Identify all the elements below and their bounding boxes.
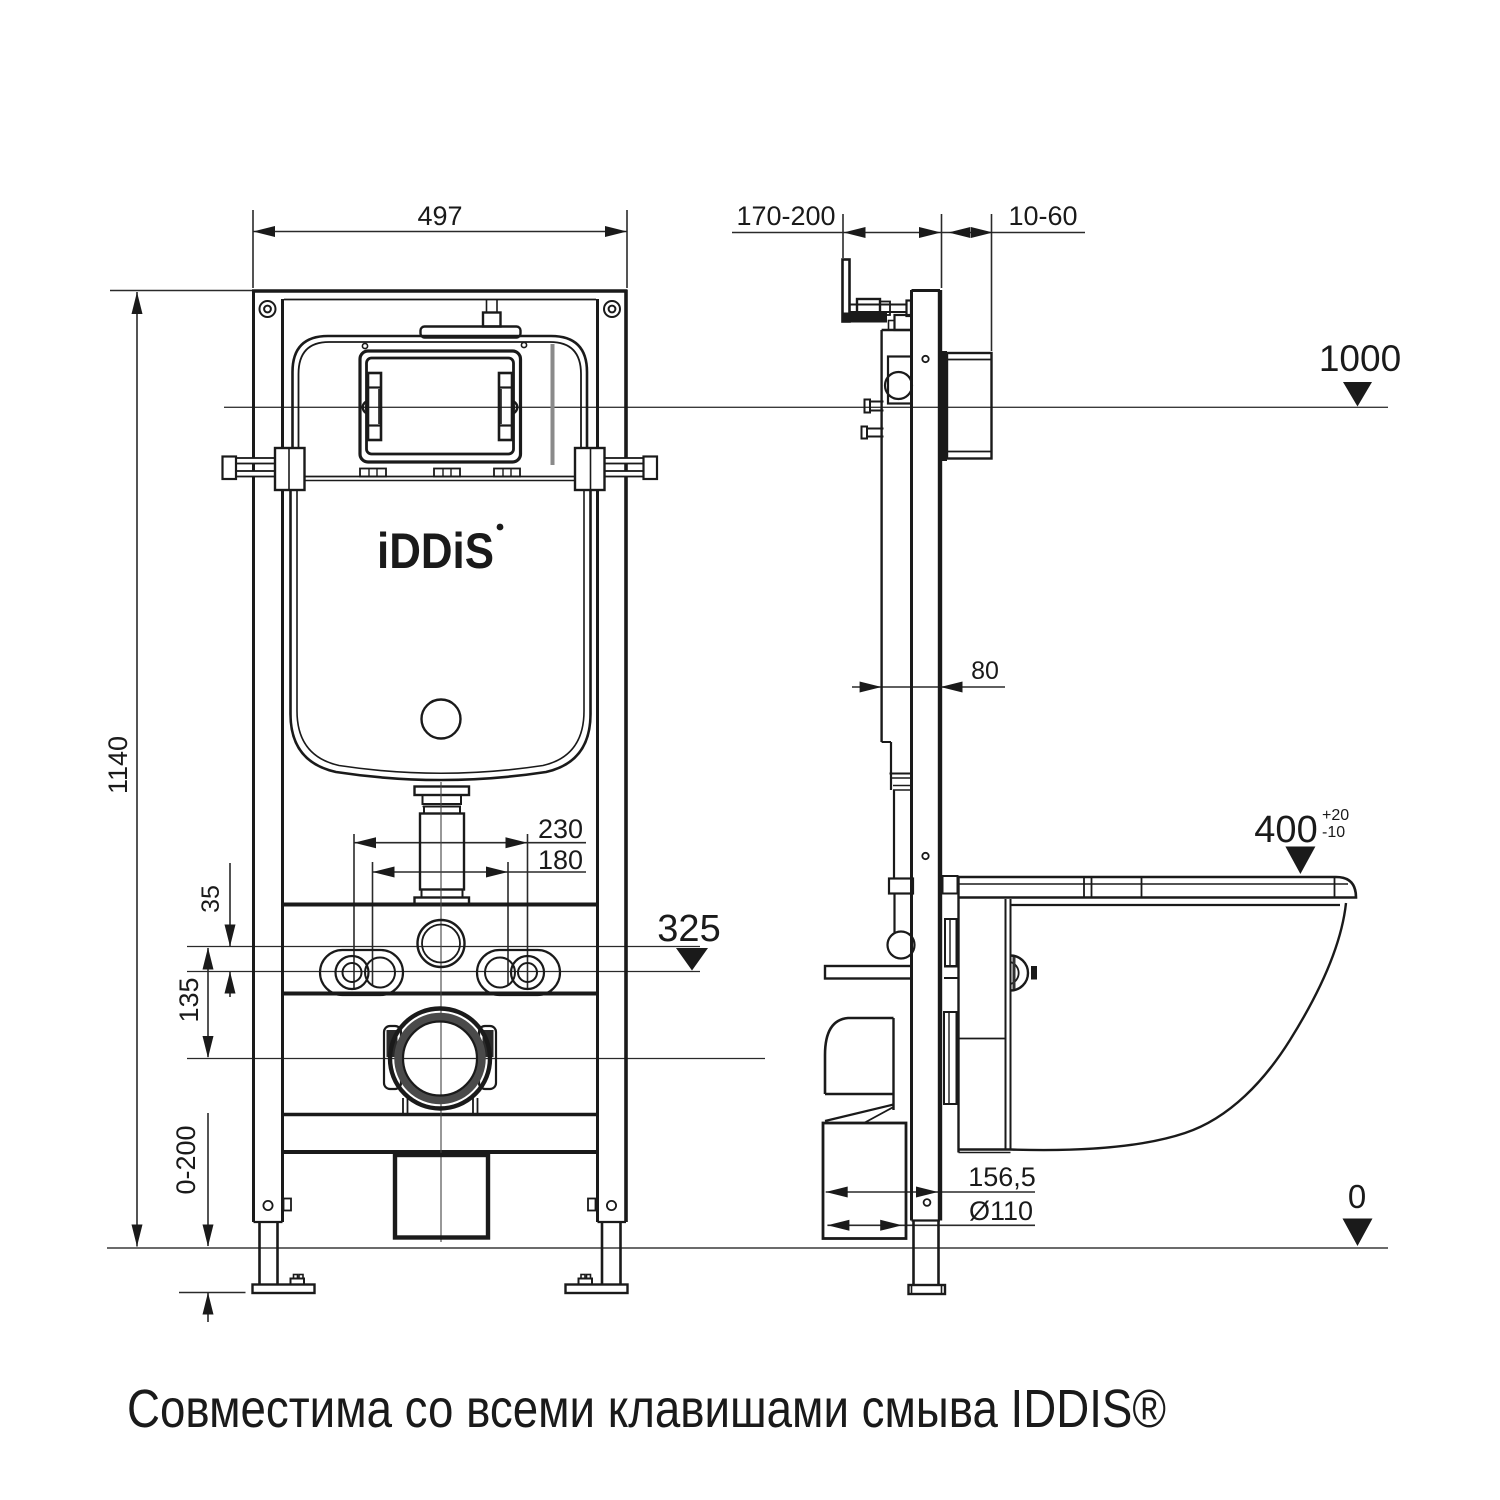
svg-text:-10: -10 [1322, 824, 1345, 841]
svg-text:325: 325 [657, 908, 720, 950]
svg-text:156,5: 156,5 [968, 1162, 1036, 1192]
svg-text:400: 400 [1254, 809, 1317, 851]
svg-text:Совместима со всеми клавишами: Совместима со всеми клавишами смыва IDDI… [127, 1379, 1166, 1439]
svg-text:180: 180 [538, 845, 583, 875]
svg-text:1140: 1140 [103, 736, 133, 794]
svg-text:Ø110: Ø110 [969, 1196, 1033, 1226]
svg-text:0: 0 [1348, 1178, 1366, 1215]
svg-text:+20: +20 [1322, 807, 1349, 824]
svg-text:35: 35 [197, 885, 225, 913]
svg-text:170-200: 170-200 [736, 201, 835, 231]
svg-text:80: 80 [971, 657, 999, 685]
svg-text:0-200: 0-200 [171, 1125, 201, 1194]
svg-text:135: 135 [174, 977, 204, 1022]
svg-text:10-60: 10-60 [1008, 201, 1077, 231]
svg-text:iDDiS: iDDiS [377, 523, 494, 579]
svg-text:230: 230 [538, 814, 583, 844]
svg-text:497: 497 [417, 201, 462, 231]
svg-text:1000: 1000 [1319, 338, 1401, 379]
